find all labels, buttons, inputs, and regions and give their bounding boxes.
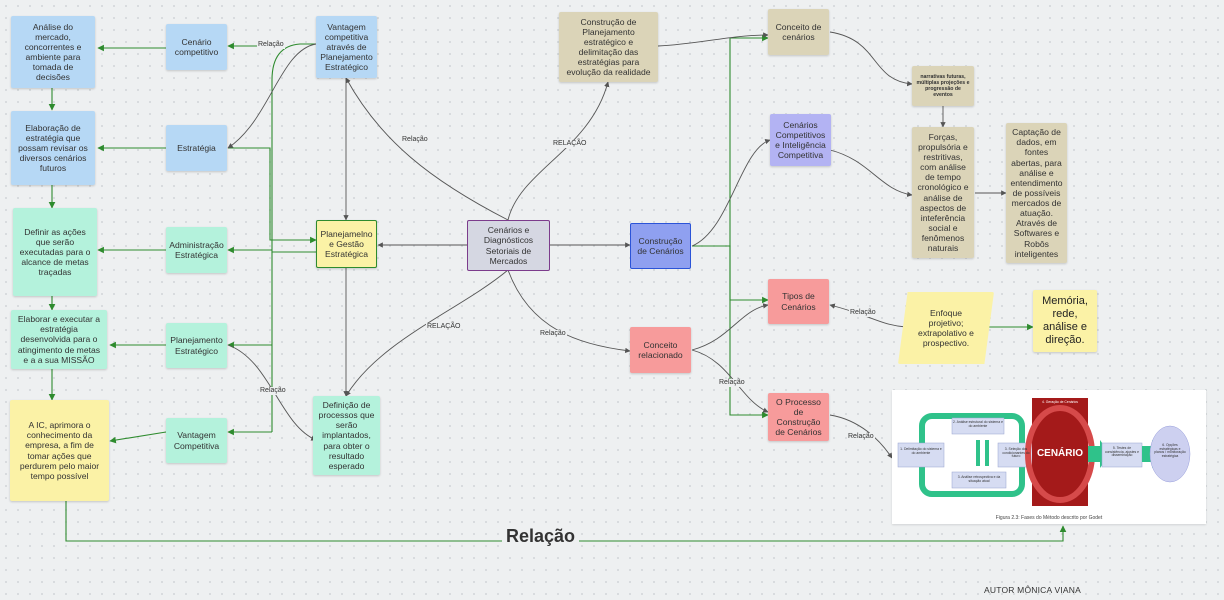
edge-label-relacao-8: Relação [718, 379, 746, 387]
node-vantagem-competitiva-text: Vantagem Competitiva [173, 430, 220, 451]
edge-label-relacao-5: Relação [539, 330, 567, 338]
node-elaborar-executar-text: Elaborar e executar a estratégia desenvo… [17, 314, 101, 365]
godet-step5: 5. Testes de consistência, ajustes e dis… [1104, 446, 1140, 458]
godet-diagram [897, 398, 1191, 506]
node-conceito-cenarios[interactable]: Conceito de cenários [768, 9, 829, 55]
node-conceito-relacionado-text: Conceito relacionado [638, 339, 683, 360]
godet-step-retro: 3. Análise retrospectiva e da situação a… [957, 475, 1001, 483]
edge-center-to-conceitorel [507, 269, 631, 354]
godet-step6: 6. Opções estratégicas e planos / monito… [1154, 443, 1186, 459]
edge-label-relacao-9: Relação [847, 433, 875, 441]
godet-step1: 1. Delimitação do sistema e do ambiente [900, 447, 942, 455]
node-conceito-relacionado[interactable]: Conceito relacionado [630, 327, 691, 373]
node-captacao[interactable]: Captação de dados, em fontes abertas, pa… [1006, 123, 1067, 263]
node-definir-acoes[interactable]: Definir as ações que serão executadas pa… [13, 208, 97, 296]
node-elaborar-executar[interactable]: Elaborar e executar a estratégia desenvo… [11, 310, 107, 369]
node-administracao-estrategica-text: Administração Estratégica [169, 239, 224, 260]
node-memoria-text: Memória, rede, análise e direção. [1042, 295, 1088, 346]
godet-phase-title: 4. Geração de Cenários [1042, 400, 1078, 404]
author-credit: AUTOR MÔNICA VIANA [984, 585, 1081, 595]
node-elaboracao-estrategia-text: Elaboração de estratégia que possam revi… [18, 122, 88, 174]
edge-label-relacao-2: Relação [401, 136, 429, 144]
edge-center-to-vantagem [345, 77, 509, 221]
node-cenario-competitivo-text: Cenário competitivo [174, 36, 219, 57]
node-construcao-cenarios-text: Construção de Cenários [637, 235, 684, 256]
godet-step3: 3. Seleção dos condicionantes do futuro [1002, 447, 1030, 459]
node-elaboracao-estrategia[interactable]: Elaboração de estratégia que possam revi… [11, 111, 95, 185]
node-forcas-text: Forças, propulsória e restritivas, com a… [917, 131, 969, 254]
node-definir-acoes-text: Definir as ações que serão executadas pa… [19, 226, 91, 278]
node-enfoque-text: Enfoque projetivo; extrapolativo e prosp… [918, 307, 974, 349]
edge-conceitorel-to-tipos [691, 303, 769, 351]
edge-label-relacao-3: RELAÇÃO [552, 140, 588, 148]
node-narrativas[interactable]: narrativas futuras, múltiplas projeções … [912, 66, 974, 106]
node-enfoque[interactable]: Enfoque projetivo; extrapolativo e prosp… [898, 292, 994, 364]
node-processo-construcao[interactable]: O Processo de Construção de Cenários [768, 393, 829, 441]
node-definicao-processos-text: Definição de processos que serão implant… [318, 400, 375, 471]
edge-construcao-to-processo [692, 245, 769, 419]
edge-vantagem-to-ic [109, 431, 167, 444]
node-cenarios-diagnosticos-text: Cenários e Diagnósticos Setoriais de Mer… [483, 225, 534, 266]
node-vantagem-planejamento-text: Vantagem competitiva através de Planejam… [320, 21, 373, 73]
node-construcao-planejamento[interactable]: Construção de Planejamento estratégico e… [559, 12, 658, 82]
edge-estrategia-to-gestao [228, 147, 317, 244]
node-definicao-processos[interactable]: Definição de processos que serão implant… [313, 396, 380, 475]
node-administracao-estrategica[interactable]: Administração Estratégica [166, 227, 227, 273]
edge-center-to-definicao [345, 269, 509, 397]
node-construcao-cenarios[interactable]: Construção de Cenários [630, 223, 691, 269]
node-ic-aprimora-text: A IC, aprimora o conhecimento da empresa… [19, 420, 100, 481]
node-construcao-planejamento-text: Construção de Planejamento estratégico e… [566, 16, 651, 78]
node-planejamento-estrategico-text: Planejamento Estratégico [170, 335, 223, 356]
edge-construcao-to-tipos [692, 245, 769, 304]
edge-construcaoplan-to-conceito [657, 32, 769, 47]
edge-label-relacao-1: Relação [257, 41, 285, 49]
node-vantagem-planejamento[interactable]: Vantagem competitiva através de Planejam… [316, 16, 377, 78]
edge-label-relacao-4: RELAÇÃO [426, 323, 462, 331]
node-conceito-cenarios-text: Conceito de cenários [775, 21, 822, 42]
node-planejamento-estrategico[interactable]: Planejamento Estratégico [166, 323, 227, 368]
node-memoria[interactable]: Memória, rede, análise e direção. [1033, 290, 1097, 352]
node-narrativas-text: narrativas futuras, múltiplas projeções … [916, 73, 970, 99]
edge-conceito-to-narrativas [829, 31, 913, 87]
node-tipos-cenarios-text: Tipos de Cenários [781, 291, 816, 312]
node-captacao-text: Captação de dados, em fontes abertas, pa… [1010, 127, 1063, 259]
node-planejamento-gestao-text: Planejamelno e Gestão Estratégica [320, 228, 373, 260]
node-estrategia-text: Estratégia [177, 142, 216, 153]
node-cenarios-competitivos[interactable]: Cenários Competitivos e Inteligência Com… [770, 114, 831, 166]
node-tipos-cenarios[interactable]: Tipos de Cenários [768, 279, 829, 324]
edge-center-to-construcao [507, 81, 610, 221]
edge-label-relacao-7: Relação [849, 309, 877, 317]
node-cenarios-competitivos-text: Cenários Competitivos e Inteligência Com… [775, 119, 826, 161]
node-cenario-competitivo[interactable]: Cenário competitivo [166, 24, 227, 70]
godet-step2: 2. Análise estrutural do sistema e do am… [953, 420, 1003, 428]
edge-label-relacao-6: Relação [259, 387, 287, 395]
node-ic-aprimora[interactable]: A IC, aprimora o conhecimento da empresa… [10, 400, 109, 501]
edge-construcao-to-cenarioscomp [691, 138, 771, 247]
edge-gestao-spine [271, 43, 316, 253]
godet-caption: Figura 2.3: Fases do Método descrito por… [995, 515, 1103, 521]
node-estrategia[interactable]: Estratégia [166, 125, 227, 171]
node-forcas[interactable]: Forças, propulsória e restritivas, com a… [912, 127, 974, 258]
node-planejamento-gestao[interactable]: Planejamelno e Gestão Estratégica [316, 220, 377, 268]
node-analise-mercado-text: Análise do mercado, concorrentes e ambie… [24, 21, 82, 83]
godet-figure: 4. Geração de Cenários CENÁRIO 1. Delimi… [892, 390, 1206, 524]
node-vantagem-competitiva[interactable]: Vantagem Competitiva [166, 418, 227, 463]
node-analise-mercado[interactable]: Análise do mercado, concorrentes e ambie… [11, 16, 95, 88]
godet-center-title: CENÁRIO [1036, 448, 1084, 459]
edge-construcao-to-conceito [692, 34, 769, 247]
node-cenarios-diagnosticos[interactable]: Cenários e Diagnósticos Setoriais de Mer… [467, 220, 550, 271]
edge-vantagem-to-estrategia [227, 43, 317, 149]
edge-cenarioscomp-to-forcas [829, 149, 913, 197]
big-relacao-label: Relação [502, 526, 580, 547]
node-processo-construcao-text: O Processo de Construção de Cenários [775, 396, 822, 438]
